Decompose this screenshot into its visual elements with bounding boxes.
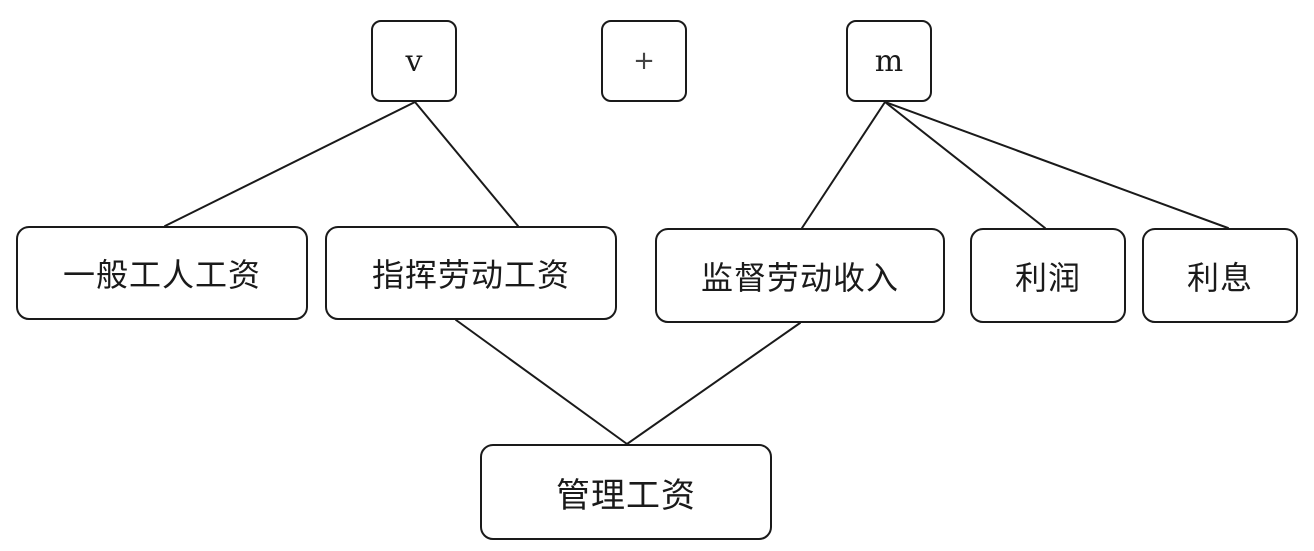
node-management-wage-label: 管理工资 (556, 475, 696, 516)
connector-v-to-command-wage (414, 101, 519, 227)
connector-supervision-to-management (626, 322, 801, 445)
node-supervision-labor-income: 监督劳动收入 (655, 228, 945, 323)
connector-v-to-general-wage (164, 101, 416, 227)
node-plus: + (601, 20, 687, 102)
node-general-worker-wage: 一般工人工资 (16, 226, 308, 320)
node-general-worker-wage-label: 一般工人工资 (62, 256, 261, 294)
node-m: m (846, 20, 932, 102)
node-supervision-labor-income-label: 监督劳动收入 (700, 258, 899, 297)
node-plus-label: + (633, 46, 655, 76)
node-m-label: m (874, 43, 904, 79)
node-profit-label: 利润 (1014, 258, 1081, 297)
connector-command-to-management (455, 319, 628, 445)
node-management-wage: 管理工资 (480, 444, 772, 540)
node-interest-label: 利息 (1186, 258, 1253, 297)
node-command-labor-wage-label: 指挥劳动工资 (371, 256, 570, 294)
node-interest: 利息 (1142, 228, 1298, 323)
node-command-labor-wage: 指挥劳动工资 (325, 226, 617, 320)
connector-m-to-interest (884, 101, 1229, 229)
connector-m-to-profit (884, 101, 1046, 229)
node-v-label: v (405, 43, 423, 79)
node-v: v (371, 20, 457, 102)
node-profit: 利润 (970, 228, 1126, 323)
connector-m-to-supervision (801, 101, 886, 229)
